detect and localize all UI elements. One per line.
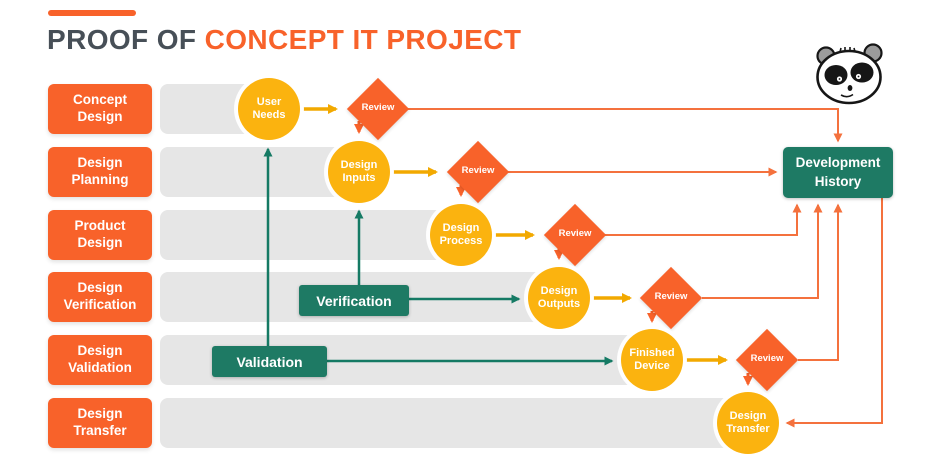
process-node-design-inputs: Design Inputs	[328, 141, 390, 203]
page-title-prefix: PROOF OF	[47, 24, 205, 55]
process-node-design-transfer: Design Transfer	[717, 392, 779, 454]
page-title-highlight: CONCEPT IT PROJECT	[204, 24, 522, 55]
lane-label-design-transfer: Design Transfer	[48, 398, 152, 448]
review-node-5-label: Review	[750, 353, 784, 364]
lane-track-product-design	[160, 210, 480, 260]
connector-review3-to-history	[604, 203, 802, 236]
connector-review4-to-history	[702, 203, 823, 299]
review-node-1-label: Review	[361, 102, 395, 113]
process-node-design-outputs: Design Outputs	[528, 267, 590, 329]
lane-label-concept-design: Concept Design	[48, 84, 152, 134]
lane-label-design-validation: Design Validation	[48, 335, 152, 385]
process-node-user-needs: User Needs	[238, 78, 300, 140]
title-underline	[48, 10, 136, 16]
connector-history-to-design-transfer	[785, 198, 883, 428]
connector-review1-to-history	[406, 108, 843, 143]
connector-review5-to-history	[798, 203, 843, 361]
lane-label-design-verification: Design Verification	[48, 272, 152, 322]
process-node-finished-device: Finished Device	[621, 329, 683, 391]
page-title: PROOF OF CONCEPT IT PROJECT	[47, 24, 521, 56]
review-node-2-label: Review	[461, 165, 495, 176]
review-node-3-label: Review	[558, 228, 592, 239]
review-node-4-label: Review	[654, 291, 688, 302]
panda-mascot-icon	[816, 43, 883, 105]
process-node-design-process: Design Process	[430, 204, 492, 266]
development-history-box: Development History	[783, 147, 893, 198]
validation-box: Validation	[212, 346, 327, 377]
verification-box: Verification	[299, 285, 409, 316]
lane-label-product-design: Product Design	[48, 210, 152, 260]
lane-label-design-planning: Design Planning	[48, 147, 152, 197]
lane-track-design-transfer	[160, 398, 750, 448]
